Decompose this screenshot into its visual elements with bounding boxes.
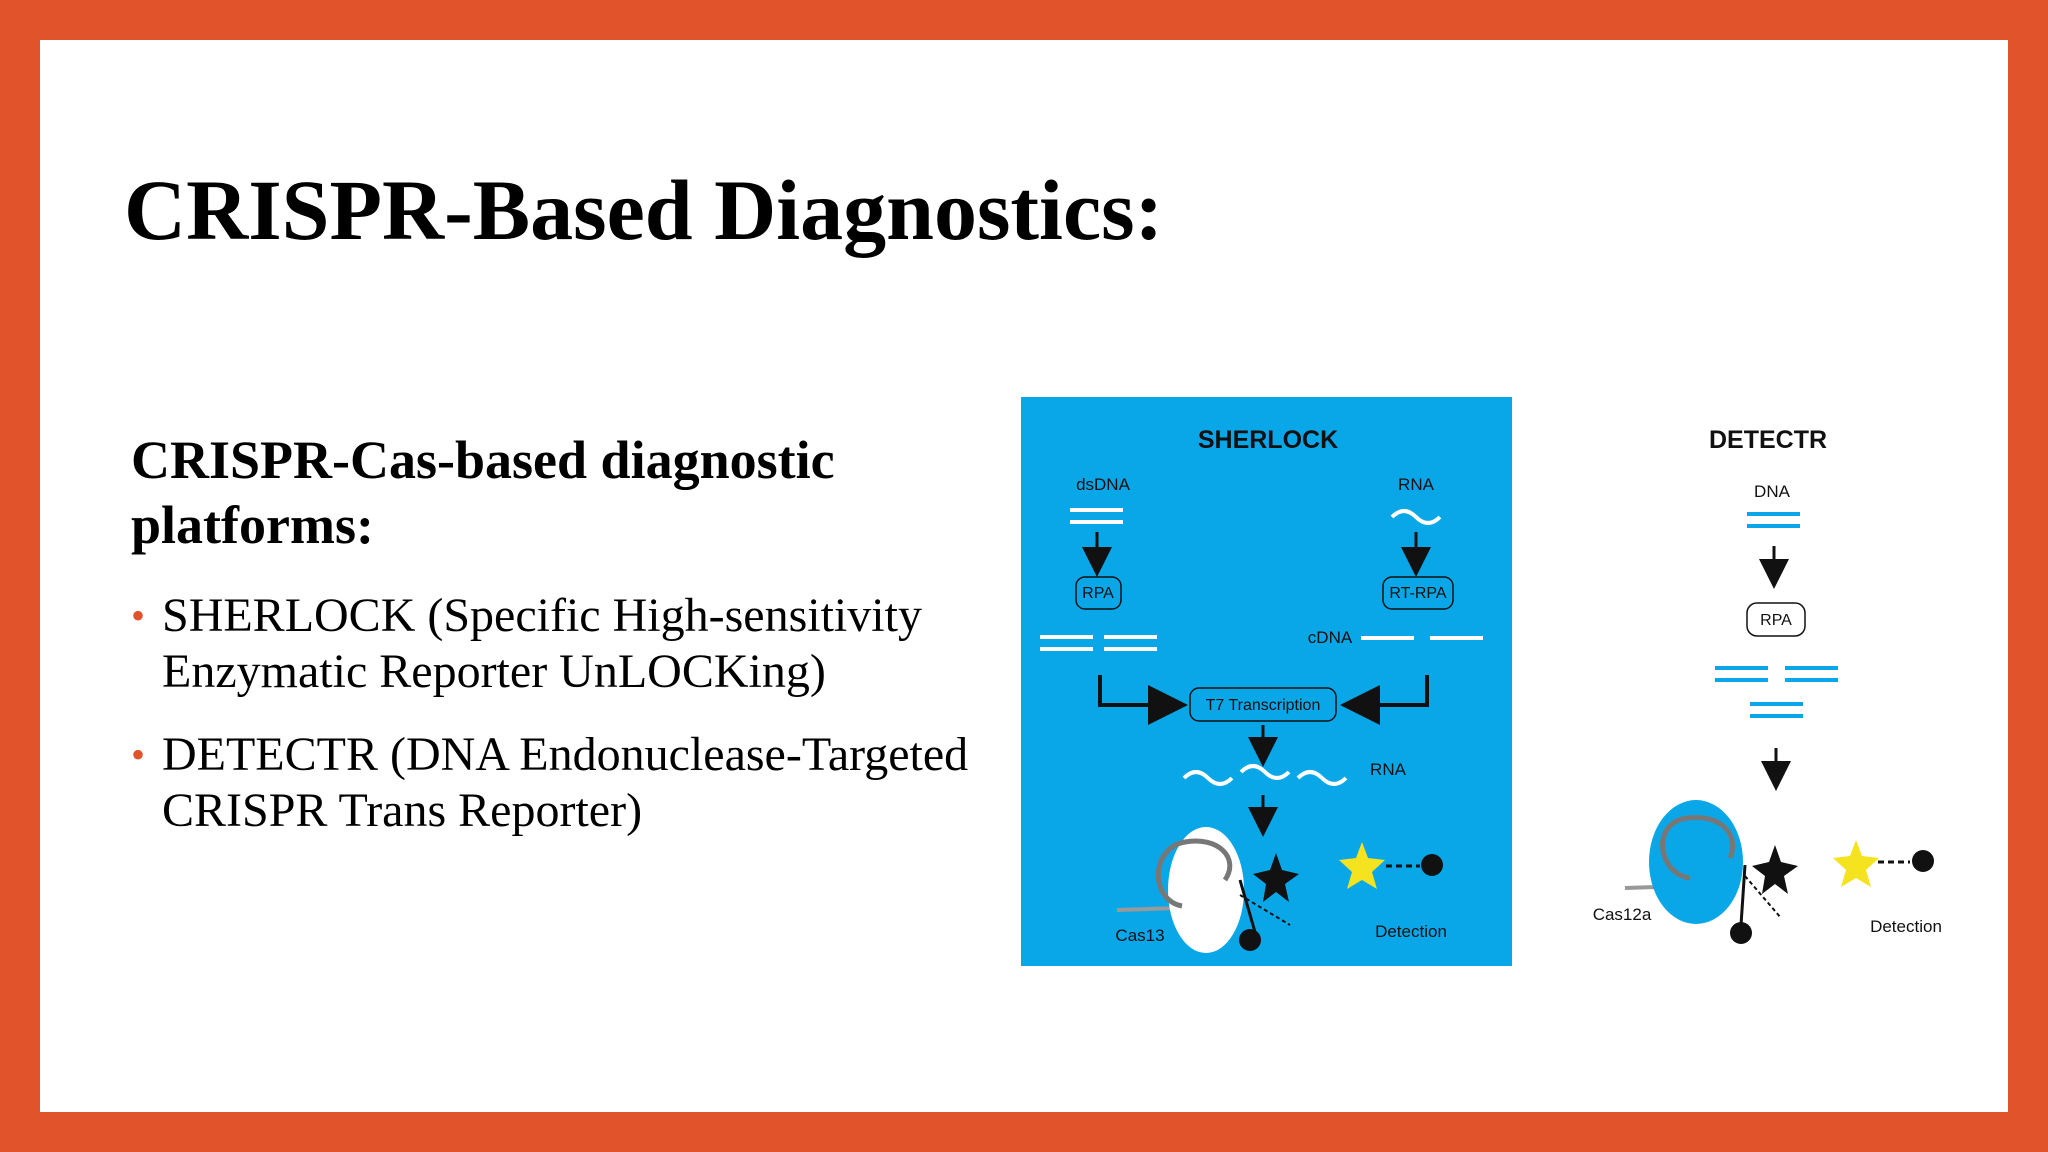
slide-title: CRISPR-Based Diagnostics: <box>124 162 1164 258</box>
dsdna-label: dsDNA <box>1076 475 1131 494</box>
cas13-complex-icon <box>1116 827 1299 953</box>
rpa-box <box>1075 576 1122 610</box>
detectr-title: DETECTR <box>1709 426 1827 454</box>
rna-input-label: RNA <box>1398 475 1435 494</box>
detectr-fluorescent-reporter-icon <box>1833 840 1934 887</box>
rna-product-waves-icon <box>1182 764 1348 786</box>
rna-wave-icon <box>1390 509 1442 525</box>
bullet-text: DETECTR (DNA Endonuclease-Targeted CRISP… <box>162 728 969 837</box>
rt-rpa-box <box>1382 576 1454 610</box>
arrow-dna-to-t7 <box>1098 675 1188 725</box>
slide-subtitle: CRISPR-Cas-based diagnostic platforms: <box>131 430 835 555</box>
sherlock-detection-label: Detection <box>1375 922 1447 941</box>
fluorescent-reporter-icon <box>1339 842 1443 889</box>
bullet-dot-icon: • <box>131 732 146 777</box>
bullet-list: • SHERLOCK (Specific High-sensitivity En… <box>131 588 1011 866</box>
t7-transcription-box <box>1189 687 1337 722</box>
amplified-dna-icon <box>1040 635 1157 651</box>
rt-rpa-label: RT-RPA <box>1389 585 1447 602</box>
bullet-detectr: • DETECTR (DNA Endonuclease-Targeted CRI… <box>131 727 1011 839</box>
detectr-amplified-dna-icon <box>1715 666 1838 718</box>
cas12a-complex-icon <box>1624 800 1798 944</box>
cas13-label: Cas13 <box>1115 926 1164 945</box>
dsdna-strands-icon <box>1070 508 1123 524</box>
detectr-dna-strands-icon <box>1747 512 1800 528</box>
detectr-detection-label: Detection <box>1870 917 1942 936</box>
detectr-panel: DETECTR DNA RPA Cas12a <box>1593 426 1942 944</box>
t7-transcription-label: T7 Transcription <box>1206 697 1321 714</box>
detectr-rpa-box <box>1746 602 1806 637</box>
bullet-dot-icon: • <box>131 593 146 638</box>
arrow-cdna-to-t7 <box>1340 675 1429 725</box>
rpa-label: RPA <box>1082 585 1114 602</box>
bullet-text: SHERLOCK (Specific High-sensitivity Enzy… <box>162 589 922 698</box>
detectr-dna-label: DNA <box>1754 482 1791 501</box>
cdna-label: cDNA <box>1308 628 1353 647</box>
bullet-sherlock: • SHERLOCK (Specific High-sensitivity En… <box>131 588 1011 700</box>
sherlock-title: SHERLOCK <box>1198 426 1338 454</box>
detectr-rpa-label: RPA <box>1760 612 1792 629</box>
sherlock-panel: SHERLOCK dsDNA RPA RNA RT-RPA cDNA <box>1021 397 1512 966</box>
crispr-diagnostics-diagram: SHERLOCK dsDNA RPA RNA RT-RPA cDNA <box>1021 397 1942 966</box>
rna-product-label: RNA <box>1370 760 1407 779</box>
cas12a-label: Cas12a <box>1593 905 1652 924</box>
